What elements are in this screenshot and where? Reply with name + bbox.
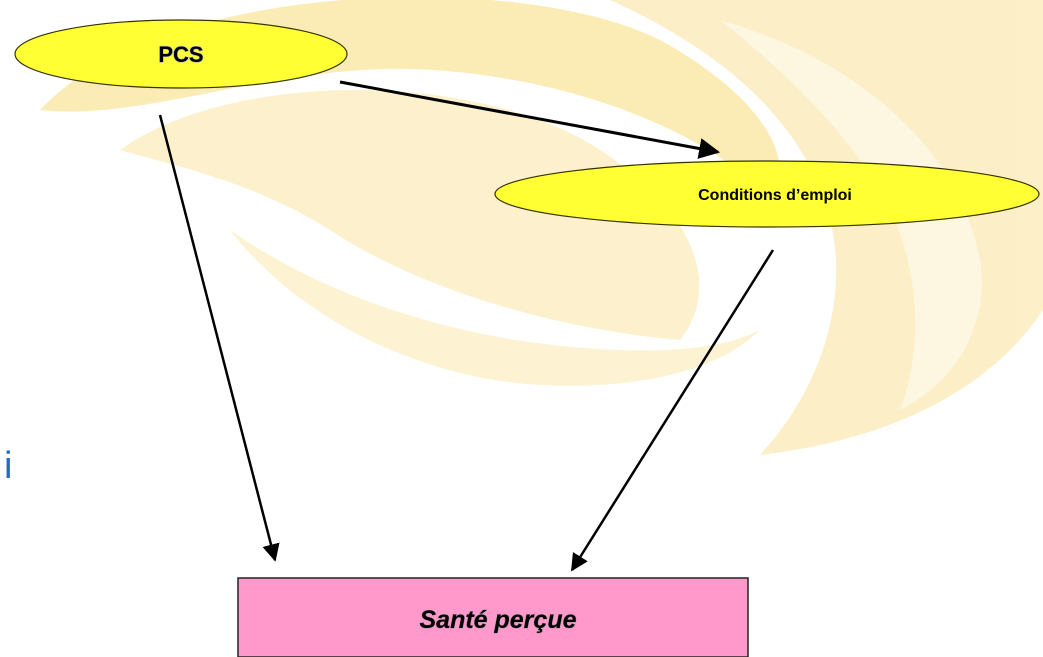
node-pcs-ellipse <box>14 19 348 89</box>
node-sante-box <box>237 577 749 657</box>
node-sante: Santé perçue <box>237 577 749 657</box>
swirl-lower-arc <box>230 230 760 386</box>
arrow-pcs-to-sante <box>158 114 280 562</box>
node-pcs-label: PCS <box>158 42 203 67</box>
node-conditions-label: Conditions d’emploi <box>698 187 852 204</box>
arrow-conditions-to-sante <box>570 249 775 572</box>
node-sante-label: Santé perçue <box>419 606 576 634</box>
node-pcs: PCS <box>14 19 348 89</box>
swirl-band-inner <box>120 90 700 340</box>
node-conditions: Conditions d’emploi <box>494 160 1040 228</box>
node-conditions-ellipse <box>494 160 1040 228</box>
arrow-pcs-to-conditions <box>339 80 721 159</box>
stray-text-fragment: i <box>4 445 12 487</box>
swirl-right-lobe-inner <box>720 20 982 410</box>
